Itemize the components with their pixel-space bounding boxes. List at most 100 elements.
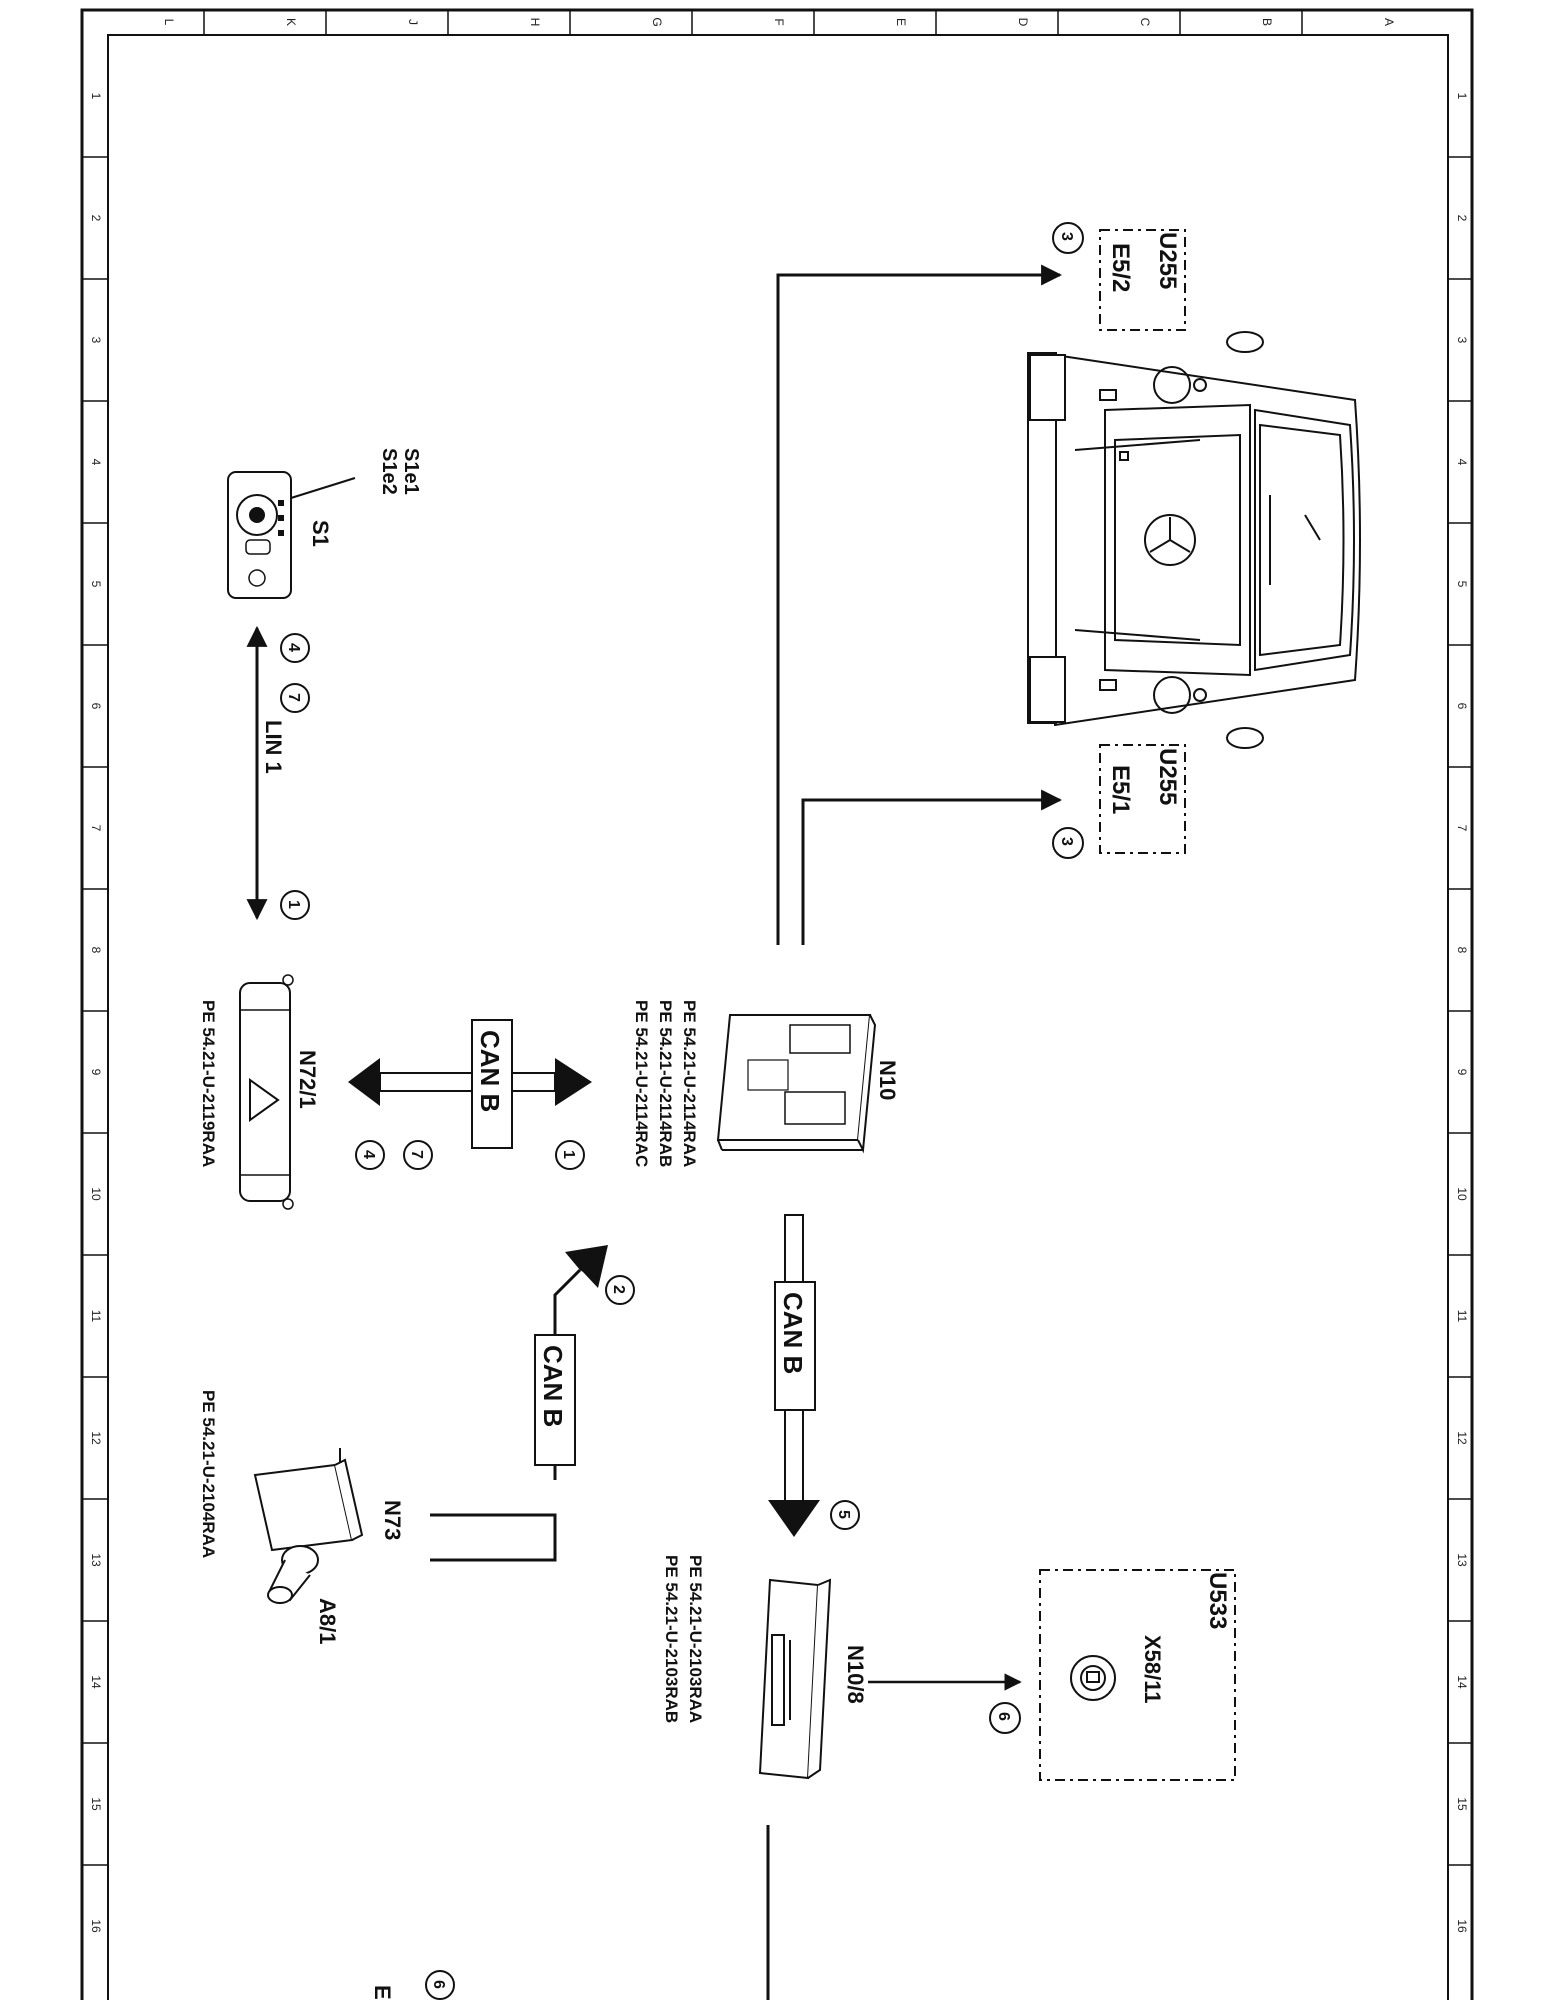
col-label: J <box>406 19 420 25</box>
row-label-left: 9 <box>89 1069 103 1076</box>
row-label-left: 5 <box>89 581 103 588</box>
row-label-left: 10 <box>89 1187 103 1201</box>
col-label: H <box>528 18 542 27</box>
e5-1-label: E5/1 <box>1107 765 1134 814</box>
svg-text:1: 1 <box>285 900 302 909</box>
usb-socket-icon <box>1070 1655 1116 1701</box>
x58-11-label: X58/11 <box>1140 1635 1165 1704</box>
svg-text:1: 1 <box>560 1150 577 1159</box>
wire-to-e5-1 <box>801 789 1063 945</box>
row-label-left: 8 <box>89 947 103 954</box>
n10-ref-2: PE 54.21-U-2114RAB <box>656 1000 675 1167</box>
col-label: K <box>284 18 298 26</box>
marker-1-n10: 1 <box>555 1140 585 1170</box>
row-label-right: 15 <box>1455 1797 1469 1811</box>
row-label-left: 1 <box>89 93 103 100</box>
row-label-left: 16 <box>89 1919 103 1933</box>
n10-unit <box>716 1014 877 1154</box>
svg-text:4: 4 <box>285 643 302 652</box>
row-label-right: 2 <box>1455 215 1469 222</box>
e5-1-box <box>1099 744 1186 854</box>
marker-7-top: 7 <box>280 683 310 713</box>
wire-to-e5-2 <box>776 264 1063 945</box>
n72-1-ref: PE 54.21-U-2119RAA <box>199 1000 218 1167</box>
n73-label: N73 <box>380 1500 405 1540</box>
n10-8-ref-2: PE 54.21-U-2103RAB <box>662 1555 681 1723</box>
col-label: E <box>894 18 908 26</box>
col-label: L <box>162 19 176 26</box>
row-label-right: 5 <box>1455 581 1469 588</box>
row-label-left: 2 <box>89 215 103 222</box>
marker-7-mid: 7 <box>403 1140 433 1170</box>
svg-text:3: 3 <box>1058 837 1075 846</box>
inner-frame <box>107 34 1449 2000</box>
row-label-left: 13 <box>89 1553 103 1567</box>
col-label: G <box>650 17 664 26</box>
marker-3-bottom: 3 <box>1052 827 1084 859</box>
row-label-right: 7 <box>1455 825 1469 832</box>
col-label: F <box>772 18 786 25</box>
row-label-left: 12 <box>89 1431 103 1445</box>
can-b-label-3: CAN B <box>778 1292 808 1374</box>
row-label-left: 6 <box>89 703 103 710</box>
n10-8-label: N10/8 <box>843 1645 868 1704</box>
row-label-right: 13 <box>1455 1553 1469 1567</box>
marker-2: 2 <box>605 1275 635 1305</box>
row-label-right: 16 <box>1455 1919 1469 1933</box>
x58-11-box <box>1039 1569 1236 1781</box>
n10-8-ref-1: PE 54.21-U-2103RAA <box>686 1555 705 1723</box>
s1-switch <box>227 471 356 599</box>
s1-sub-label-1: S1e1 <box>400 448 422 495</box>
row-label-left: 3 <box>89 337 103 344</box>
x58-11-group: U533 <box>1204 1572 1231 1629</box>
s1-sub-label-2: S1e2 <box>378 448 400 495</box>
vehicle-front-illustration <box>1027 331 1361 749</box>
col-label: B <box>1260 18 1274 26</box>
can-b-label-2: CAN B <box>538 1345 568 1427</box>
marker-1-lin: 1 <box>280 890 310 920</box>
marker-6: 6 <box>989 1702 1021 1734</box>
s1-label: S1 <box>308 520 333 547</box>
partial-label: E5 <box>370 1985 395 2000</box>
n10-ref-1: PE 54.21-U-2114RAA <box>680 1000 699 1167</box>
column-labels: L K J H G F E D C B A <box>162 17 1396 26</box>
col-label: D <box>1016 18 1030 27</box>
svg-text:7: 7 <box>285 693 302 702</box>
n10-ref-3: PE 54.21-U-2114RAC <box>632 1000 651 1167</box>
row-label-right: 6 <box>1455 703 1469 710</box>
row-label-left: 14 <box>89 1675 103 1689</box>
svg-text:7: 7 <box>408 1150 425 1159</box>
row-label-right: 3 <box>1455 337 1469 344</box>
svg-text:2: 2 <box>610 1285 627 1294</box>
col-label: C <box>1138 18 1152 27</box>
n73-unit <box>430 1245 608 1562</box>
row-label-left: 7 <box>89 825 103 832</box>
outer-frame <box>80 8 1474 2000</box>
row-label-right: 8 <box>1455 947 1469 954</box>
svg-text:5: 5 <box>835 1510 852 1519</box>
a8-1-label: A8/1 <box>315 1598 340 1644</box>
row-label-right: 11 <box>1455 1310 1469 1323</box>
svg-text:6: 6 <box>995 1712 1012 1721</box>
can-b-bus-n72 <box>348 1019 592 1149</box>
marker-5: 5 <box>830 1500 860 1530</box>
row-label-left: 4 <box>89 459 103 466</box>
can-b-label-1: CAN B <box>475 1030 505 1112</box>
marker-4-top: 4 <box>280 633 310 663</box>
row-label-right: 4 <box>1455 459 1469 466</box>
row-label-right: 10 <box>1455 1187 1469 1201</box>
can-b-bus-n108 <box>768 1214 820 1537</box>
e5-2-label: E5/2 <box>1107 243 1134 292</box>
a8-1-switch <box>253 1448 364 1604</box>
svg-text:6: 6 <box>430 1980 447 1989</box>
n72-1-label: N72/1 <box>295 1050 320 1109</box>
e5-2-group: U255 <box>1154 232 1181 289</box>
e5-1-group: U255 <box>1154 748 1181 805</box>
marker-6-bottom: 6 <box>425 1970 455 2000</box>
n10-8-unit <box>758 1578 832 1780</box>
svg-text:4: 4 <box>360 1150 377 1159</box>
row-label-left: 11 <box>89 1310 103 1323</box>
n72-1-unit <box>239 974 294 1210</box>
